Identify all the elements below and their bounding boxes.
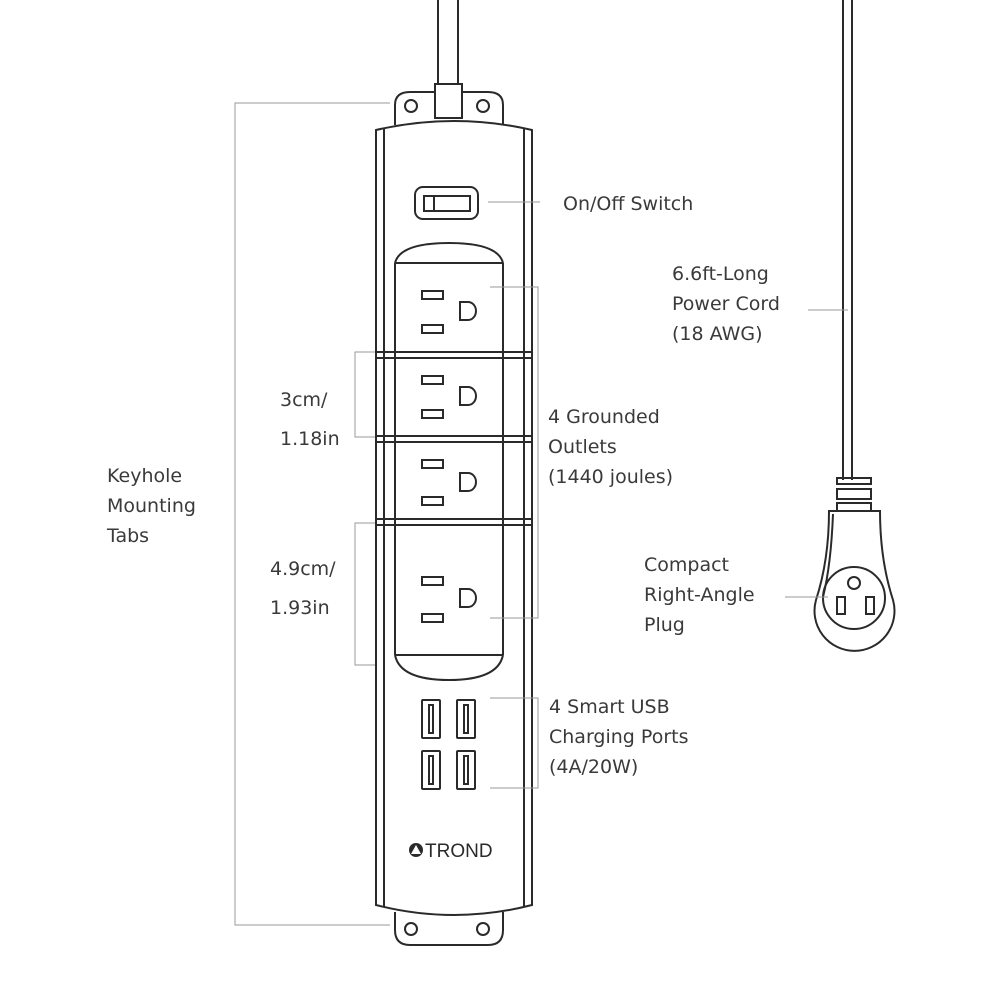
label-line: 1.18in [280,428,340,450]
label-on-off-switch: On/Off Switch [563,189,693,219]
outlet-1 [421,290,477,334]
label-usb-ports: 4 Smart USB Charging Ports (4A/20W) [549,692,688,782]
label-line: 1.93in [270,597,330,619]
label-line: Tabs [107,525,150,547]
label-line: Power Cord [672,293,780,315]
label-line: 4.9cm/ [270,558,336,580]
outlet-module [376,241,532,682]
label-outlet-spacing-large: 4.9cm/ 1.93in [270,550,336,628]
label-line: Right-Angle [644,584,755,606]
label-keyhole-tabs: Keyhole Mounting Tabs [107,461,196,551]
label-line: (4A/20W) [549,756,639,778]
brand-logo-text: TROND [425,841,493,862]
label-line: On/Off Switch [563,193,694,215]
label-power-cord: 6.6ft-Long Power Cord (18 AWG) [672,259,780,349]
outlet-2 [421,375,477,419]
label-line: 4 Grounded [548,406,660,428]
power-cord [842,0,853,480]
label-line: (1440 joules) [548,466,674,488]
label-line: Mounting [107,495,196,517]
label-line: (18 AWG) [672,323,763,345]
label-line: Charging Ports [549,726,689,748]
label-line: Compact [644,554,729,576]
label-line: 3cm/ [280,389,328,411]
label-outlets: 4 Grounded Outlets (1440 joules) [548,402,673,492]
leader-lines [234,102,848,926]
label-plug: Compact Right-Angle Plug [644,550,755,640]
label-line: Plug [644,614,685,636]
on-off-switch [414,186,479,220]
top-mounting-tab [394,91,504,125]
outlet-4 [421,576,477,623]
strip-cord [434,0,463,119]
strip-body [375,120,533,916]
usb-ports [421,699,476,790]
trond-logo-icon [409,843,423,857]
label-line: Outlets [548,436,617,458]
label-line: Keyhole [107,465,183,487]
outlet-3 [421,459,477,506]
label-outlet-spacing-small: 3cm/ 1.18in [280,381,340,459]
label-line: 6.6ft-Long [672,263,769,285]
label-line: 4 Smart USB [549,696,670,718]
right-angle-plug [813,477,896,652]
bottom-mounting-tab [394,912,504,946]
